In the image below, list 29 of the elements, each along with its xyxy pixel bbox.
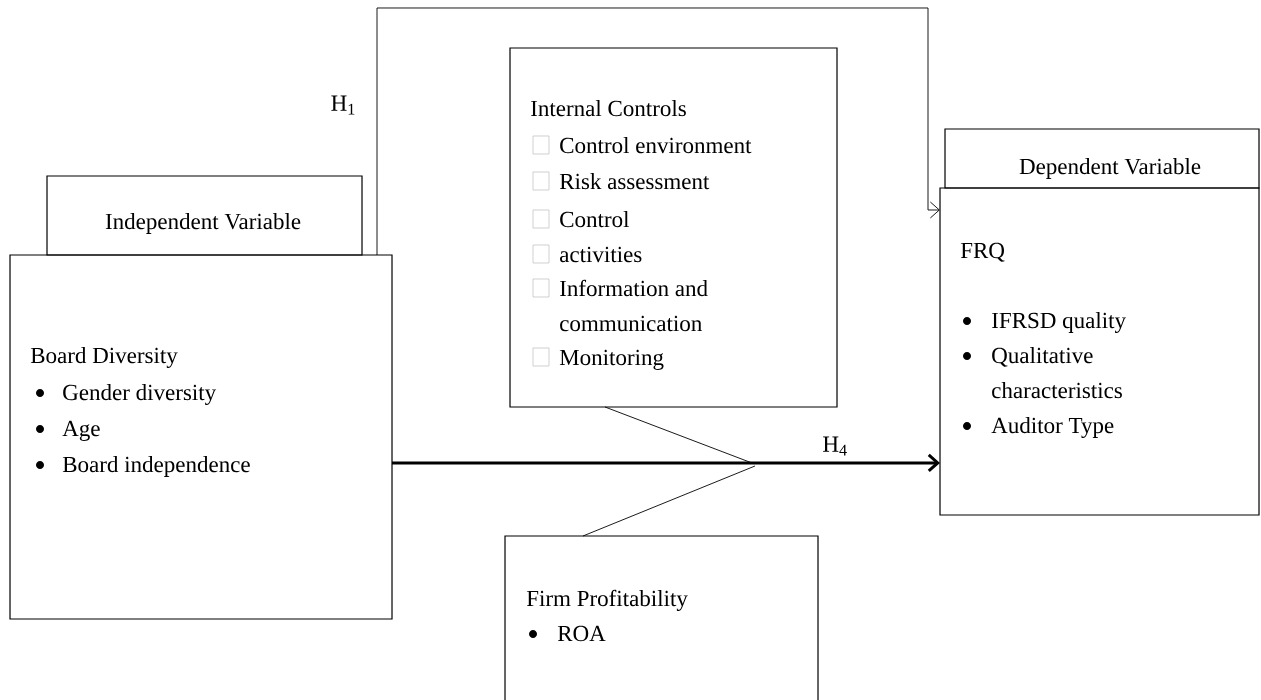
list-item: Information and communication [532, 278, 708, 332]
edge-label: H$_{1}$ [328, 93, 358, 117]
heading: Independent Variable [105, 213, 301, 234]
heading: Dependent Variable [1019, 158, 1201, 179]
heading: Internal Controls [531, 100, 686, 117]
list-item: Qualitative characteristics [963, 347, 1122, 399]
heading: Board Diversity [30, 347, 178, 368]
list-item: Board independence [36, 456, 250, 477]
header-box [46, 175, 363, 256]
list-item: Control environment [532, 135, 752, 155]
list-item: activities [532, 244, 642, 264]
variable-box [9, 254, 393, 620]
list-item: Control [532, 209, 630, 229]
list-item: Auditor Type [963, 417, 1114, 438]
edge-label: H$_{4}$ [820, 434, 850, 458]
moderator-box [504, 535, 819, 700]
arrow [392, 453, 940, 473]
list-item: Gender diversity [36, 384, 217, 405]
list-item: IFRSD quality [963, 312, 1126, 333]
list-item: Monitoring [532, 347, 664, 370]
heading: FRQ [960, 242, 1005, 262]
moderator-box [509, 47, 838, 408]
list-item: ROA [529, 625, 606, 642]
list-item: Risk assessment [532, 171, 710, 191]
header-box [944, 128, 1260, 189]
arrow [376, 7, 940, 256]
list-item: Age [36, 420, 100, 441]
variable-box [939, 187, 1260, 516]
heading: Firm Profitability [526, 589, 688, 611]
